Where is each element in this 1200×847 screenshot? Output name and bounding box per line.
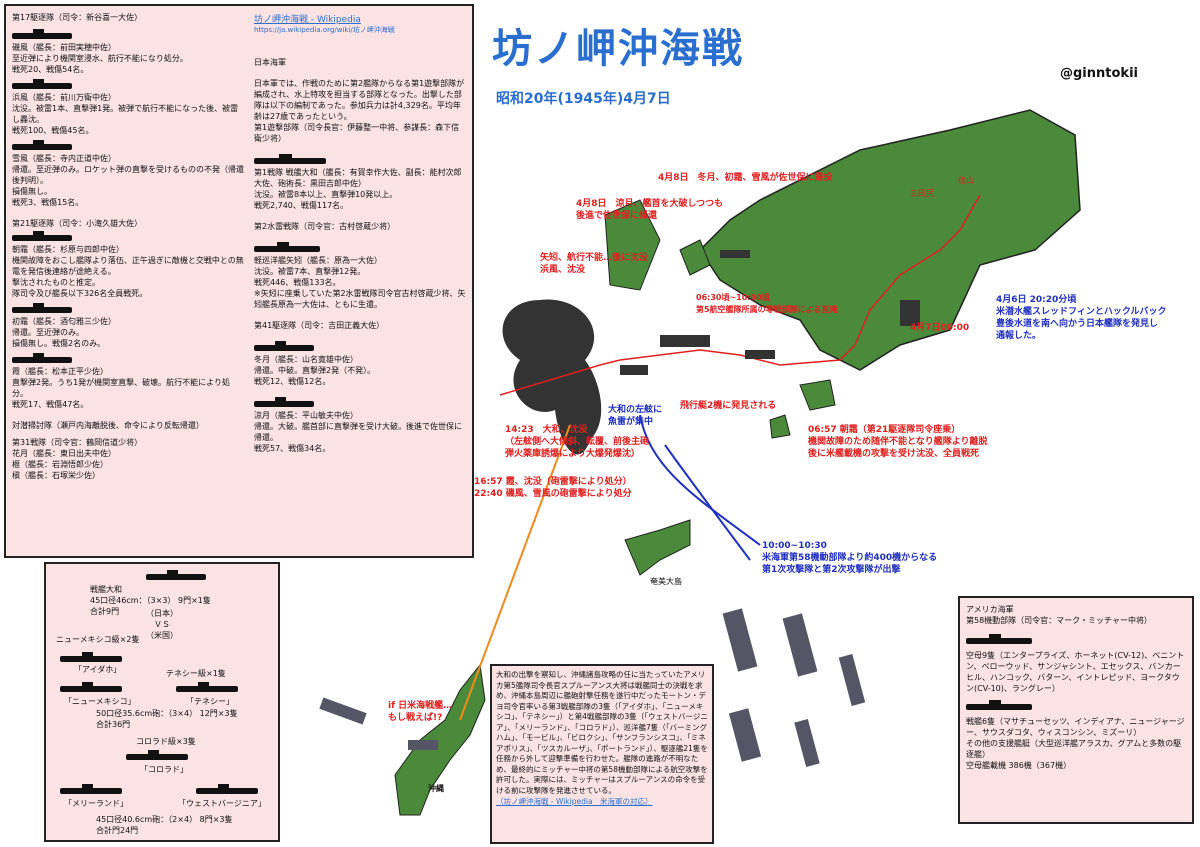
wv-label: 「ウェストバージニア」: [178, 799, 266, 808]
japan-unit-text: 第1戦隊 戦艦大和（艦長：有賀幸作大佐、副長：能村次郎大佐、砲術長：黒田吉郎中佐…: [254, 168, 462, 210]
japan-unit-text: 雪風（艦長：寺内正道中佐） 帰還。至近弾のみ。ロケット弾の直撃を受けるものの不発…: [12, 154, 244, 207]
nm-class-label: ニューメキシコ級×2隻: [56, 635, 140, 644]
event-apr7-midnight: 4月7日00:00: [910, 323, 970, 333]
japan-col-2: 坊ノ岬沖海戦 - Wikipedia https://ja.wikipedia.…: [254, 12, 466, 454]
attack-arrow-1: [639, 414, 761, 546]
island: [769, 414, 791, 439]
event-zero-cover: 06:30頃~10:00頃 第5航空艦隊所属の零戦部隊による直掩: [696, 293, 838, 314]
japan-unit-text: 日本海軍: [254, 58, 286, 67]
destroyer-icon: [12, 140, 72, 150]
japan-unit-text: 朝霜（艦長：杉原与四郎中佐） 機関故障をおこし艦隊より落伍、正午過ぎに敵機と交戦…: [12, 245, 244, 298]
kyushu-landmass: [699, 109, 1081, 371]
amami-island: [624, 519, 691, 576]
us-battleship-icon: [966, 700, 1032, 710]
japan-unit-text: 第2水雷戦隊（司令官：古村啓蔵少将）: [254, 222, 396, 231]
nm-label: 「ニューメキシコ」: [64, 697, 136, 706]
carrier-icon: [966, 634, 1032, 644]
event-us-attack-launch: 10:00~10:30 米海軍第58機動部隊より約400機からなる 第1次攻撃隊…: [762, 541, 938, 575]
event-kasumi-sunk: 16:57 霞、沈没（砲雷撃により処分） 22:40 磯風、雪風の砲雷撃により処…: [474, 477, 632, 499]
battle-date: 昭和20年(1945年)4月7日: [496, 91, 671, 107]
event-apr6-submarine: 4月6日 20:20分頃 米潜水艦スレッドフィンとハックルバック 豊後水道を南へ…: [996, 295, 1167, 341]
japan-unit-text: 第21駆逐隊（司令：小滝久雄大佐）: [12, 219, 143, 228]
destroyer-icon: [254, 397, 314, 407]
destroyer-icon: [12, 29, 72, 39]
us-response-note-panel: 大和の出撃を察知し、沖縄諸島攻略の任に当たっていたアメリカ第5艦隊司令長官スプル…: [490, 664, 714, 844]
island: [604, 199, 661, 291]
japan-unit-text: 第31戦隊（司令官：鶴岡信道少将） 花月（艦長：東日出夫中佐） 榧（艦長：岩淵悟…: [12, 438, 143, 480]
japan-unit-text: 軽巡洋艦矢矧（艦長：原為一大佐） 沈没。被雷7本、直撃弾12発。 戦死446、戦…: [254, 256, 466, 309]
destroyer-icon: [254, 341, 314, 351]
gun-spec-2: 45口径40.6cm砲：（2×4） 8門×3隻 合計門24門: [96, 815, 233, 835]
colorado-label: 「コロラド」: [140, 765, 188, 774]
colorado-class-label: コロラド級×3隻: [136, 737, 196, 746]
us-forces-title: アメリカ海軍 第58機動部隊（司令官：マーク・ミッチャー中将）: [966, 605, 1152, 625]
japan-unit-text: 涼月（艦長：平山敏夫中佐） 帰還。大破。艦首部に直撃弾を受け大破。後進で佐世保に…: [254, 411, 462, 453]
battleship-comparison-panel: 戦艦大和 45口径46cm：（3×3） 9門×1隻 合計9門 （日本） ＶＳ （…: [44, 562, 280, 842]
japan-unit-text: 磯風（艦長：前田実穂中佐） 至近弾により機関室浸水、航行不能になり処分。 戦死2…: [12, 43, 188, 74]
japan-unit-text: 第41駆逐隊（司令：吉田正義大佐）: [254, 321, 385, 330]
us-response-text: 大和の出撃を察知し、沖縄諸島攻略の任に当たっていたアメリカ第5艦隊司令長官スプル…: [496, 670, 708, 795]
if-line: [459, 424, 571, 721]
amami-label: 奄美大島: [650, 577, 682, 586]
event-torpedo-port: 大和の左舷に 魚雷が集中: [608, 405, 663, 427]
destroyer-icon: [12, 79, 72, 89]
cruiser-icon: [254, 242, 320, 252]
page-title: 坊ノ岬沖海戦: [492, 26, 744, 72]
japan-unit-text: 浜風（艦長：前川万衛中佐） 沈没。被雷1本、直撃弾1発。被弾で航行不能になった後…: [12, 93, 239, 135]
japan-unit-text: 対潜掃討隊（瀬戸内海離脱後、命令により反転帰還）: [12, 421, 204, 430]
japan-col-1: 第17駆逐隊（司令：新谷喜一大佐） 磯風（艦長：前田実穂中佐） 至近弾により機関…: [12, 12, 244, 481]
idaho-icon: [60, 652, 122, 662]
japan-fleet: [620, 250, 920, 375]
island: [799, 379, 836, 411]
sanzen-label: 三田尻: [910, 189, 934, 198]
event-apr8-suzutsuki: 4月8日 涼月、艦首を大破しつつも 後進で佐世保に帰還: [576, 199, 723, 221]
if-question: if 日米海戦艦… もし戦えば!?: [388, 701, 453, 723]
fleet-route: [499, 194, 981, 396]
japan-unit-text: 第17駆逐隊（司令：新谷喜一大佐）: [12, 13, 143, 22]
event-apr8-return: 4月8日 冬月、初霜、雪風が佐世保に帰投: [658, 173, 833, 183]
japan-unit-text: 霞（艦長：松本正平少佐） 直撃弾2発。うち1発が機関室直撃、破壊。航行不能により…: [12, 367, 231, 409]
destroyer-icon: [12, 303, 72, 313]
battleship-icon: [254, 154, 326, 164]
author-handle: @ginntokii: [1060, 66, 1138, 81]
japan-forces-panel: 第17駆逐隊（司令：新谷喜一大佐） 磯風（艦長：前田実穂中佐） 至近弾により機関…: [4, 4, 474, 558]
event-flying-boat: 飛行艇2機に発見される: [680, 401, 777, 411]
japan-unit-text: 日本軍では、作戦のために第2艦隊からなる第1遊撃部隊が編成され、水上特攻を担当す…: [254, 79, 465, 143]
tennessee-icon: [176, 682, 238, 692]
us-battleships: 戦艦6隻（マサチューセッツ、インディアナ、ニュージャージー、サウスダコタ、ウィス…: [966, 717, 1185, 770]
wv-icon: [196, 784, 258, 794]
vs-label: （日本） ＶＳ （米国）: [146, 609, 178, 640]
us-carriers: 空母9隻（エンタープライズ、ホーネット(CV-12)、ベニントン、ベローウッド、…: [966, 651, 1185, 693]
idaho-label: 「アイダホ」: [74, 665, 122, 674]
gun-spec-1: 50口径35.6cm砲：（3×4） 12門×3隻 合計36門: [96, 709, 238, 729]
maryland-label: 「メリーランド」: [64, 799, 128, 808]
event-asashimo: 06:57 朝霜（第21駆逐隊司令座乗） 機関故障のため随伴不能となり艦隊より離…: [808, 425, 988, 459]
tennessee-class-label: テネシー級×1隻: [166, 669, 226, 678]
destroyer-icon: [12, 231, 72, 241]
colorado-icon: [126, 750, 188, 760]
event-yamato-sunk: 14:23 大和、沈没 （左舷側へ大傾斜、転覆、前後主砲 弾火薬庫誘爆により大爆…: [505, 425, 650, 459]
source-link[interactable]: （坊ノ岬沖海戦 - Wikipedia 米海軍の対応）: [496, 797, 653, 806]
japan-unit-text: 冬月（艦長：山名寛雄中佐） 帰還。中破。直撃弾2発（不発）。 戦死12、戦傷12…: [254, 355, 376, 386]
attack-arrow-2: [664, 444, 751, 561]
okinawa-island: [394, 663, 486, 816]
us-forces-panel: アメリカ海軍 第58機動部隊（司令官：マーク・ミッチャー中将） 空母9隻（エンタ…: [958, 596, 1194, 824]
us-fleet: [319, 608, 866, 768]
japan-unit-text: 初霜（艦長：酒匂雅三少佐） 帰還。至近弾のみ。 損傷無し。戦傷2名のみ。: [12, 317, 116, 348]
nm-icon: [60, 682, 122, 692]
island: [679, 239, 711, 276]
okinawa-label: 沖縄: [428, 784, 444, 793]
wikipedia-url: https://ja.wikipedia.org/wiki/坊ノ岬沖海戦: [254, 26, 395, 34]
maryland-icon: [60, 784, 122, 794]
destroyer-icon: [12, 353, 72, 363]
tokuyama-label: 徳山: [958, 176, 974, 185]
wikipedia-link[interactable]: 坊ノ岬沖海戦 - Wikipedia: [254, 15, 361, 25]
event-yahagi-sunk: 矢矧、航行不能…後に沈没 浜風、沈没: [540, 253, 649, 275]
tennessee-label: 「テネシー」: [186, 697, 234, 706]
explosion-cloud: [502, 299, 602, 455]
yamato-spec: 戦艦大和 45口径46cm：（3×3） 9門×1隻 合計9門: [90, 585, 211, 616]
yamato-icon: [146, 570, 206, 580]
